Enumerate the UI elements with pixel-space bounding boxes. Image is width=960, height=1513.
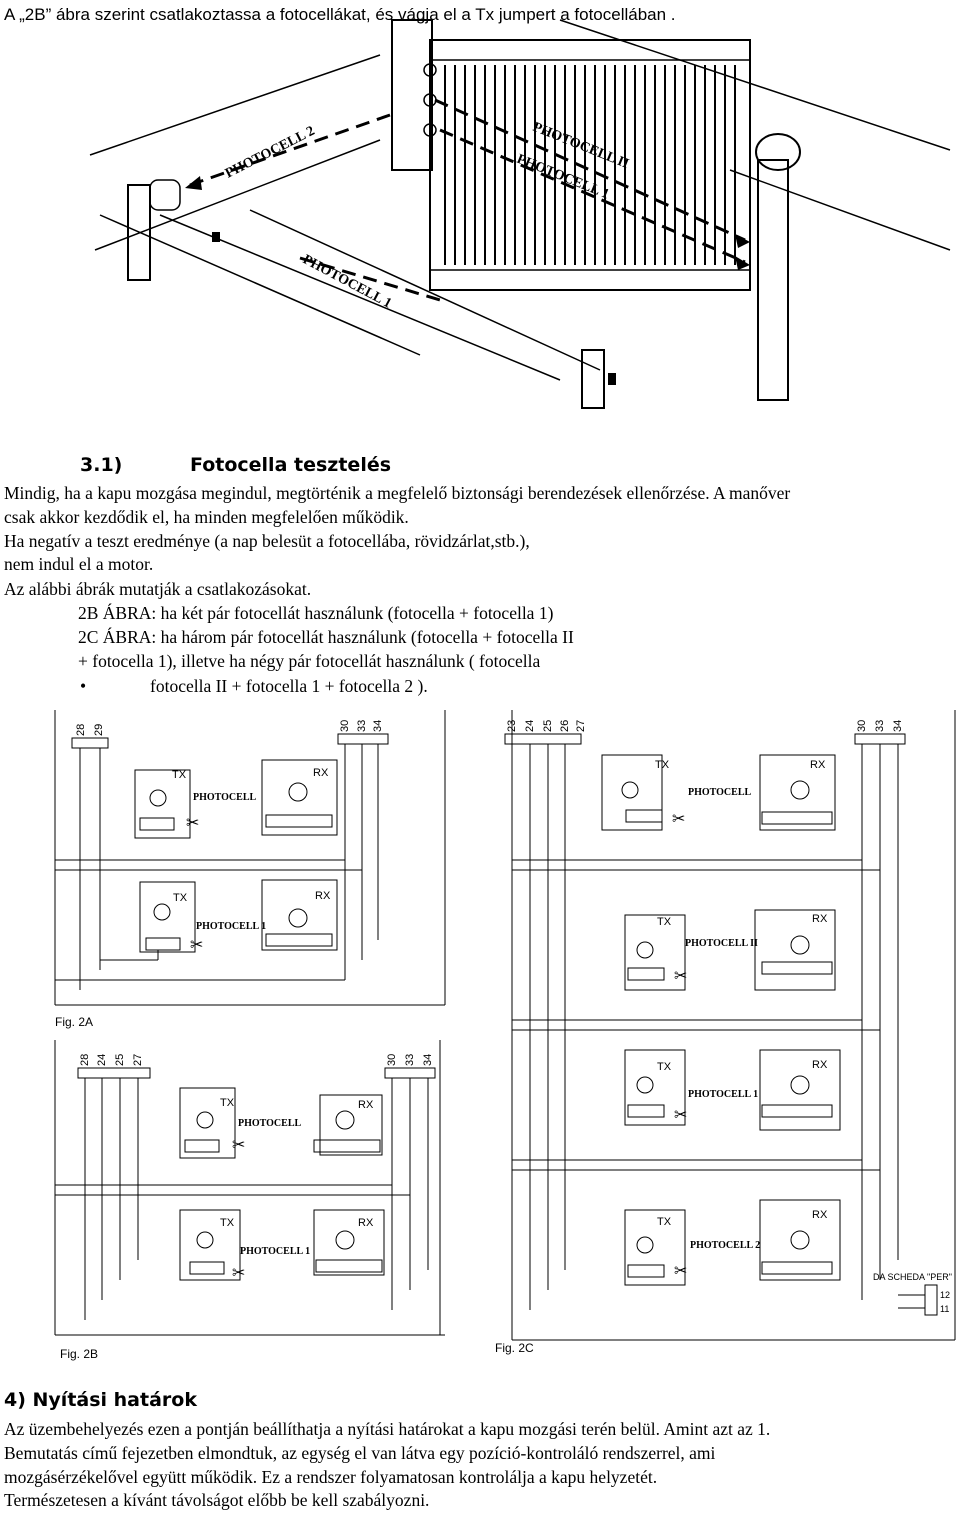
fig2a-tx-2: TX — [173, 892, 188, 904]
fig2b-terminal-34: 34 — [422, 1054, 434, 1066]
section-3-1-line-1: Mindig, ha a kapu mozgása megindul, megt… — [4, 483, 791, 503]
fig2a-rx-2: RX — [315, 890, 331, 902]
fig2b-terminal-24: 24 — [96, 1054, 108, 1066]
fig2b-terminal-27: 27 — [132, 1054, 144, 1066]
fig2b-pair-label-2: PHOTOCELL 1 — [240, 1246, 310, 1257]
fig2c-terminal-24: 24 — [524, 720, 536, 732]
section-4-line-1: Az üzembehelyezés ezen a pontján beállít… — [4, 1419, 771, 1439]
fig2c-pair-label-4: PHOTOCELL 2 — [690, 1240, 760, 1251]
fig2c-tx-2: TX — [657, 916, 672, 928]
section-3-1-line-3: Ha negatív a teszt eredménye (a nap bele… — [4, 531, 530, 551]
section-3-1-title: Fotocella tesztelés — [190, 454, 392, 476]
fig2c-rx-4: RX — [812, 1209, 828, 1221]
fig2a-pair-label-2: PHOTOCELL 1 — [196, 921, 266, 932]
fig2c-terminal-27: 27 — [575, 720, 587, 732]
fig2a-terminal-33: 33 — [356, 720, 368, 732]
fig2b-terminal-33: 33 — [404, 1054, 416, 1066]
fig2c-scheda-terminal-12: 12 — [940, 1290, 950, 1300]
fig2c-caption: Fig. 2C — [495, 1341, 534, 1355]
fig2c-rx-2: RX — [812, 913, 828, 925]
wiring-diagrams: 28 29 30 33 34 28 24 25 27 30 33 34 23 2… — [54, 710, 956, 1361]
fig2c-scheda-label: DA SCHEDA "PER" — [873, 1272, 952, 1282]
scissors-icon: ✂ — [186, 813, 199, 832]
fig2c-rx-3: RX — [812, 1059, 828, 1071]
fig2c-terminal-30: 30 — [856, 720, 868, 732]
fig2b-terminal-25: 25 — [114, 1054, 126, 1066]
scissors-icon: ✂ — [232, 1263, 245, 1282]
fig2a-terminal-28: 28 — [75, 724, 87, 736]
bullet-marker: • — [80, 676, 87, 696]
fig2c-tx-1: TX — [655, 759, 670, 771]
section-3-1-bullet-text: fotocella II + fotocella 1 + fotocella 2… — [150, 676, 428, 696]
fig2c-terminal-23: 23 — [506, 720, 518, 732]
fig2b-terminal-28: 28 — [79, 1054, 91, 1066]
section-3-1-line-5: Az alábbi ábrák mutatják a csatlakozások… — [4, 579, 312, 599]
section-3-1-line-2: csak akkor kezdődik el, ha minden megfel… — [4, 507, 409, 527]
fig2c-scheda-terminal-11: 11 — [940, 1304, 949, 1314]
scissors-icon: ✂ — [672, 809, 685, 828]
fig2b-terminal-30: 30 — [386, 1054, 398, 1066]
fig2b-tx-1: TX — [220, 1097, 235, 1109]
gate-label-photocell-1-ground: PHOTOCELL 1 — [300, 252, 394, 311]
gate-illustration: PHOTOCELL 2 PHOTOCELL II PHOTOCELL 1 PHO… — [89, 19, 951, 409]
fig2b-tx-2: TX — [220, 1217, 235, 1229]
fig2b-caption: Fig. 2B — [60, 1347, 98, 1361]
section-3-1-fig2c-desc-cont: + fotocella 1), illetve ha négy pár foto… — [78, 651, 541, 671]
fig2a-terminal-29: 29 — [93, 724, 105, 736]
scissors-icon: ✂ — [232, 1135, 245, 1154]
fig2a-terminal-30: 30 — [339, 720, 351, 732]
fig2c-terminal-34: 34 — [892, 720, 904, 732]
scissors-icon: ✂ — [674, 1105, 687, 1124]
fig2c-tx-4: TX — [657, 1216, 672, 1228]
section-4-line-3: mozgásérzékelővel együtt működik. Ez a r… — [4, 1467, 658, 1487]
fig2c-pair-label-2: PHOTOCELL II — [685, 938, 758, 949]
fig2c-pair-label-1: PHOTOCELL — [688, 787, 751, 798]
fig2a-terminal-34: 34 — [372, 720, 384, 732]
fig2a-tx-1: TX — [172, 769, 187, 781]
fig2c-terminal-33: 33 — [874, 720, 886, 732]
section-3-1-line-4: nem indul el a motor. — [4, 554, 154, 574]
section-3-1-fig2c-desc: 2C ÁBRA: ha három pár fotocellát használ… — [78, 627, 574, 647]
fig2c-rx-1: RX — [810, 759, 826, 771]
section-3-1-number: 3.1) — [80, 454, 123, 476]
fig2c-tx-3: TX — [657, 1061, 672, 1073]
fig2b-pair-label-1: PHOTOCELL — [238, 1118, 301, 1129]
scissors-icon: ✂ — [674, 1261, 687, 1280]
scissors-icon: ✂ — [190, 935, 203, 954]
intro-instruction: A „2B” ábra szerint csatlakoztassa a fot… — [4, 5, 676, 24]
section-4-line-2: Bemutatás című fejezetben elmondtuk, az … — [4, 1443, 716, 1463]
fig2c-terminal-25: 25 — [542, 720, 554, 732]
section-4-line-4: Természetesen a kívánt távolságot előbb … — [4, 1490, 430, 1510]
fig2a-pair-label-1: PHOTOCELL — [193, 792, 256, 803]
section-4-title: 4) Nyítási határok — [4, 1389, 197, 1411]
section-3-1-fig2b-desc: 2B ÁBRA: ha két pár fotocellát használun… — [78, 603, 554, 623]
fig2c-pair-label-3: PHOTOCELL 1 — [688, 1089, 758, 1100]
fig2a-caption: Fig. 2A — [55, 1015, 93, 1029]
fig2b-rx-2: RX — [358, 1217, 374, 1229]
gate-label-photocell-2: PHOTOCELL 2 — [223, 124, 317, 182]
fig2a-rx-1: RX — [313, 767, 329, 779]
scissors-icon: ✂ — [674, 966, 687, 985]
fig2c-terminal-26: 26 — [559, 720, 571, 732]
fig2b-rx-1: RX — [358, 1099, 374, 1111]
